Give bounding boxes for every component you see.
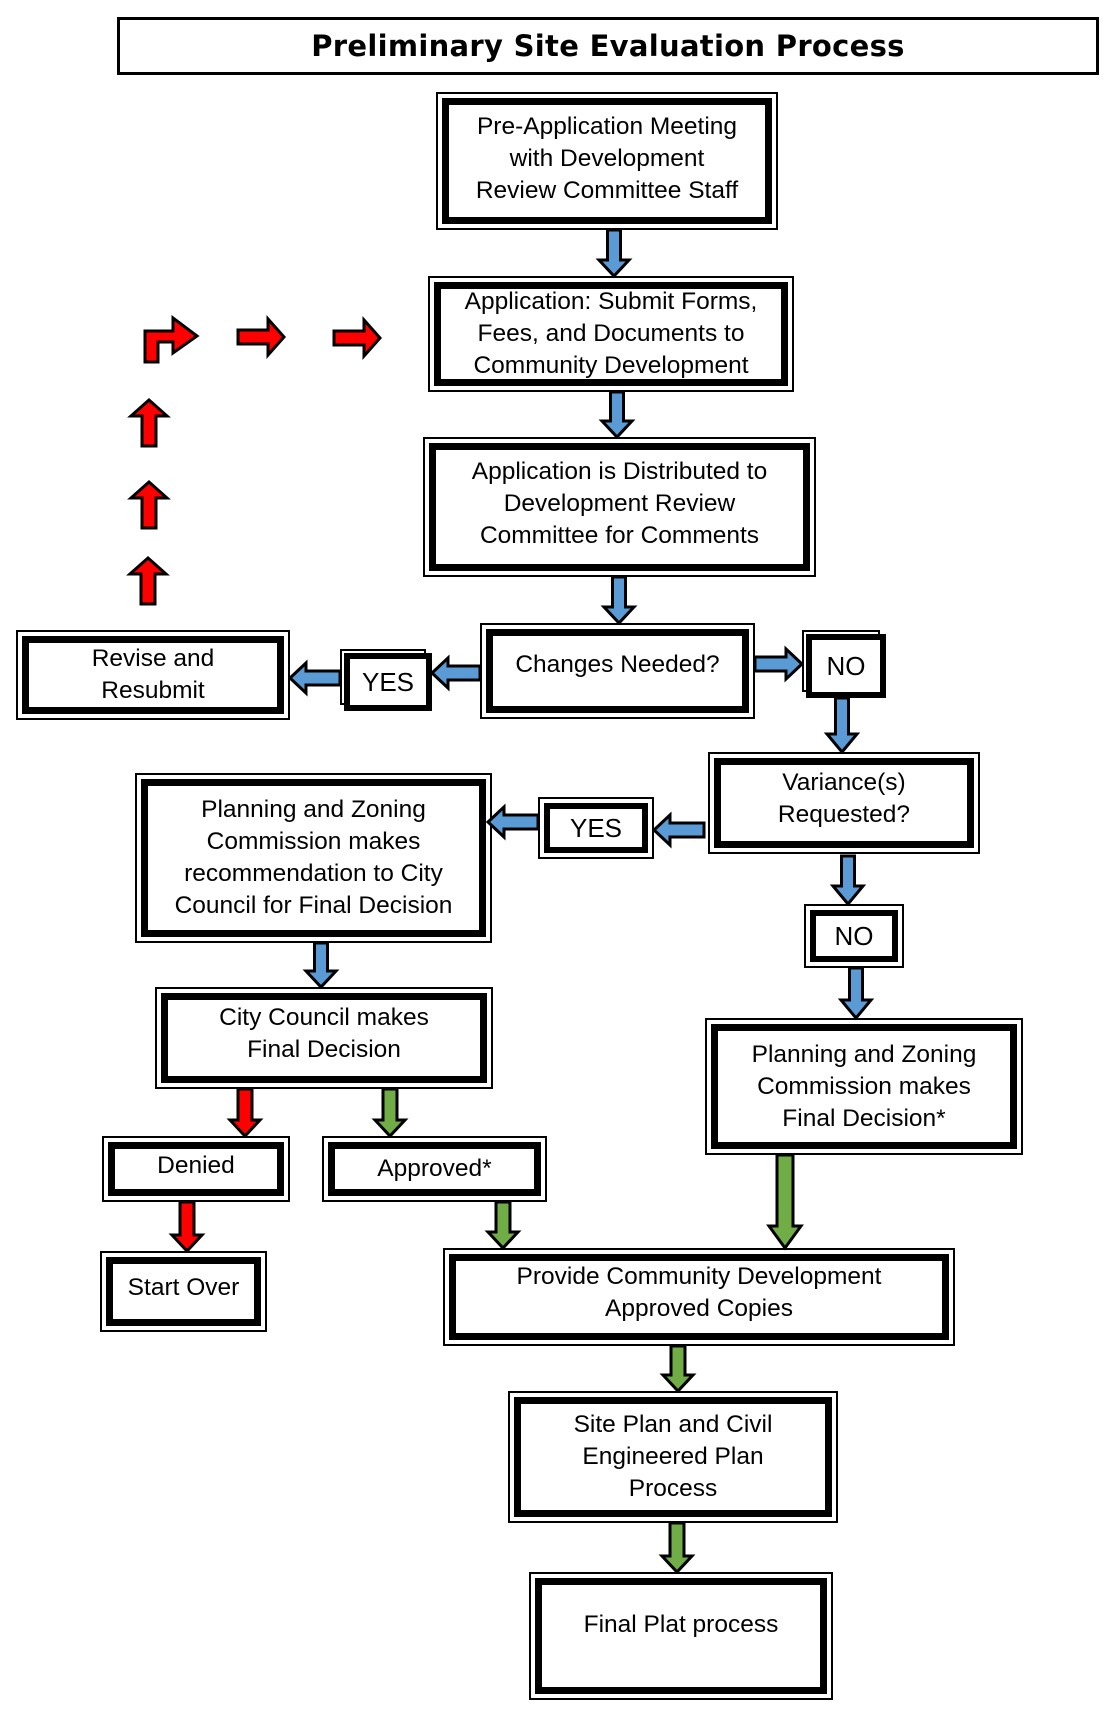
node-pre-application-label: Pre-Application Meeting with Development… xyxy=(475,113,739,204)
node-distributed-label: Application is Distributed to Developmen… xyxy=(471,458,768,549)
arrow-application-to-distributed xyxy=(598,390,636,440)
node-application: Application: Submit Forms, Fees, and Doc… xyxy=(428,276,794,392)
node-approved-copies: Provide Community Development Approved C… xyxy=(443,1248,955,1346)
node-variances-requested: Variance(s) Requested? xyxy=(708,752,980,854)
arrow-changes-to-no xyxy=(753,645,805,683)
decision-variance-no: NO xyxy=(804,904,904,968)
node-pre-application: Pre-Application Meeting with Development… xyxy=(436,92,778,230)
diagram-title-box: Preliminary Site Evaluation Process xyxy=(117,17,1099,75)
loop-arrow-right-2 xyxy=(332,316,383,360)
arrow-yes-to-revise xyxy=(287,659,342,697)
arrow-council-to-denied xyxy=(226,1087,264,1139)
arrow-pz-rec-to-council xyxy=(302,941,340,990)
node-changes-needed-label: Changes Needed? xyxy=(515,651,720,678)
node-denied: Denied xyxy=(102,1136,290,1202)
arrow-site-plan-to-final-plat xyxy=(658,1521,696,1575)
loop-arrow-right-1 xyxy=(236,315,287,359)
node-pz-recommendation: Planning and Zoning Commission makes rec… xyxy=(135,773,492,943)
arrow-approved-to-copies xyxy=(484,1200,522,1251)
node-final-plat-label: Final Plat process xyxy=(583,1611,779,1638)
loop-arrow-up-1 xyxy=(126,555,170,606)
node-approved-copies-label: Provide Community Development Approved C… xyxy=(516,1263,882,1322)
decision-variance-no-label: NO xyxy=(834,921,874,951)
node-site-plan-label: Site Plan and Civil Engineered Plan Proc… xyxy=(573,1411,773,1502)
loop-arrow-bend-icon xyxy=(143,315,200,364)
node-start-over: Start Over xyxy=(100,1251,267,1332)
arrow-variances-to-no xyxy=(829,854,867,907)
loop-arrow-up-2 xyxy=(127,479,171,530)
arrow-council-to-approved xyxy=(371,1087,409,1139)
node-revise-resubmit: Revise and Resubmit xyxy=(16,630,290,720)
decision-changes-yes-label: YES xyxy=(361,666,415,697)
arrow-no-to-variances xyxy=(823,696,861,755)
loop-arrow-up-3 xyxy=(127,397,171,448)
arrow-changes-to-yes xyxy=(429,654,482,692)
decision-variance-yes-label: YES xyxy=(569,813,623,843)
node-approved: Approved* xyxy=(322,1136,547,1202)
arrow-preapp-to-application xyxy=(595,228,633,279)
node-revise-resubmit-label: Revise and Resubmit xyxy=(91,645,215,704)
node-approved-label: Approved* xyxy=(377,1155,492,1182)
decision-variance-yes: YES xyxy=(538,797,654,859)
arrow-pz-final-to-copies xyxy=(766,1153,804,1251)
node-city-council-label: City Council makes Final Decision xyxy=(219,1004,429,1063)
node-pz-final: Planning and Zoning Commission makes Fin… xyxy=(705,1018,1023,1155)
node-city-council: City Council makes Final Decision xyxy=(155,987,493,1089)
arrow-variances-to-yes xyxy=(651,811,706,849)
node-application-label: Application: Submit Forms, Fees, and Doc… xyxy=(464,288,758,379)
node-denied-label: Denied xyxy=(157,1152,235,1179)
decision-changes-no-label: NO xyxy=(826,650,866,681)
decision-changes-no: NO xyxy=(802,630,886,698)
node-variances-requested-label: Variance(s) Requested? xyxy=(777,769,911,828)
node-site-plan: Site Plan and Civil Engineered Plan Proc… xyxy=(508,1391,838,1523)
node-distributed: Application is Distributed to Developmen… xyxy=(423,437,816,577)
node-final-plat: Final Plat process xyxy=(529,1572,833,1700)
arrow-denied-to-start-over xyxy=(168,1200,206,1254)
arrow-no-to-pz-final xyxy=(837,966,875,1021)
node-changes-needed: Changes Needed? xyxy=(480,623,755,719)
diagram-title: Preliminary Site Evaluation Process xyxy=(311,29,905,63)
node-pz-recommendation-label: Planning and Zoning Commission makes rec… xyxy=(174,796,453,919)
arrow-yes-to-pz-recommendation xyxy=(485,803,540,841)
decision-changes-yes: YES xyxy=(340,649,432,711)
node-start-over-label: Start Over xyxy=(127,1273,240,1301)
node-pz-final-label: Planning and Zoning Commission makes Fin… xyxy=(751,1040,977,1132)
arrow-distributed-to-changes xyxy=(600,575,638,626)
arrow-copies-to-site-plan xyxy=(659,1344,697,1394)
